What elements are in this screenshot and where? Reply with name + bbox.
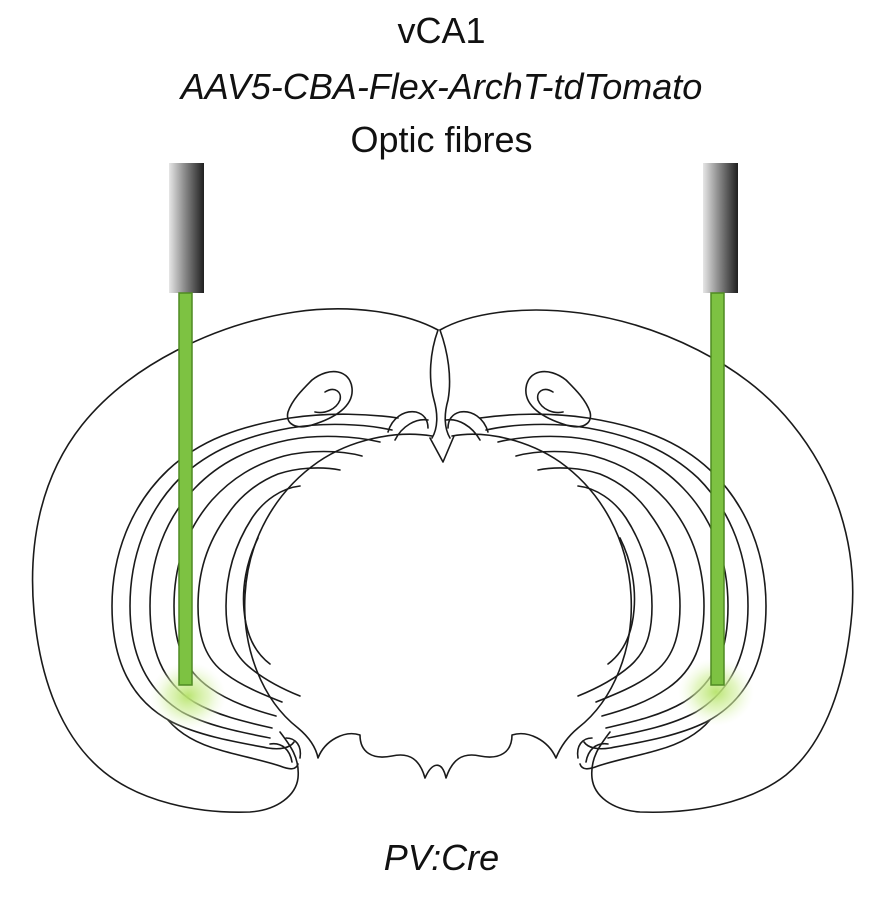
mouse-line-label: PV:Cre [383,837,500,878]
left-hemisphere-outline [31,308,439,813]
implant-label: Optic fibres [350,119,533,160]
right-light-spot [678,658,754,726]
midline [429,329,451,439]
right-hemisphere-outline [439,309,854,814]
region-label: vCA1 [397,10,486,51]
central-region-outline [243,433,633,779]
right-fibre-icon [703,163,738,686]
virus-label: AAV5-CBA-Flex-ArchT-tdTomato [180,66,703,107]
left-light-spot [150,662,226,730]
left-fibre-icon [169,163,204,686]
